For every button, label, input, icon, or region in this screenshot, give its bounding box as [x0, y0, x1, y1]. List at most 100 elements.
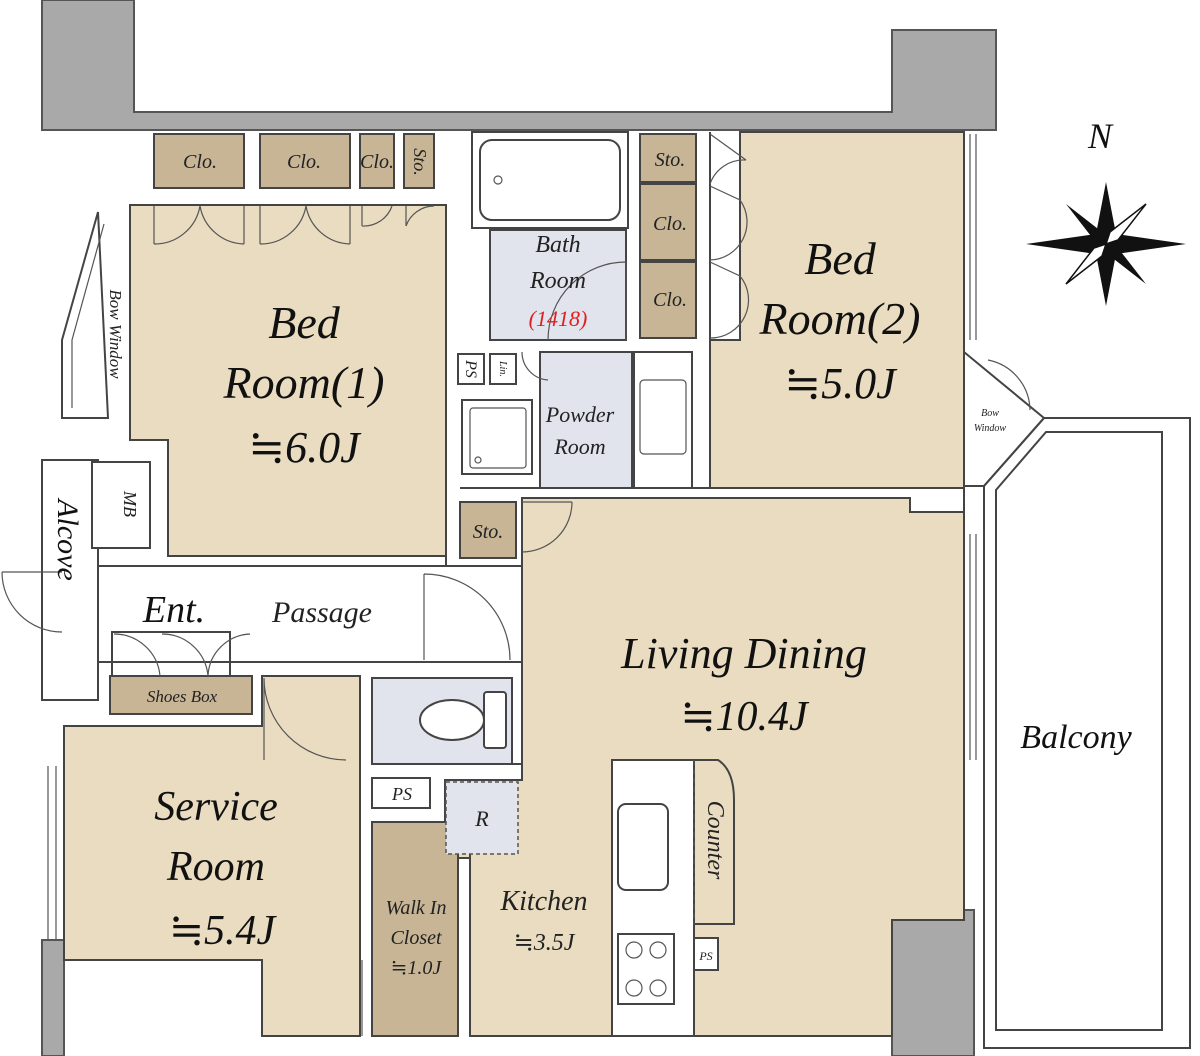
clo-1-label: Clo.: [183, 151, 217, 173]
mb-box: [91, 461, 151, 549]
kitchen-size: ≒3.5J: [514, 930, 576, 956]
powder-door: [521, 351, 549, 381]
alcove-label: Alcove: [51, 497, 84, 581]
stove: [617, 933, 675, 1005]
counter-bar: [694, 759, 735, 925]
shoes-box-doors: [113, 633, 251, 677]
bed-room-2-title-2: Room(2): [759, 293, 921, 344]
sto-2: [639, 133, 697, 183]
storage: [109, 133, 697, 1037]
washer-tray: [461, 399, 533, 475]
lin-box: [489, 353, 517, 385]
closet-door-2: [259, 205, 351, 245]
service-room-title-2: Room: [166, 844, 265, 890]
living-dining-title: Living Dining: [620, 629, 867, 678]
north-compass: N: [1026, 116, 1186, 306]
clo-5-label: Clo.: [653, 289, 687, 311]
bed2-closet-door-3: [709, 261, 750, 339]
walk-in-title-2: Closet: [390, 927, 442, 949]
entrance-label: Ent.: [142, 589, 205, 631]
bow-window-left: [61, 211, 110, 419]
ps-label-1: PS: [462, 359, 479, 378]
clo-4-label: Clo.: [653, 213, 687, 235]
ps-box-3: [693, 937, 719, 971]
closet-door-3: [361, 205, 435, 227]
clo-1: [153, 133, 245, 189]
floors: [63, 131, 965, 1037]
top-left-wall: [41, 0, 997, 131]
sto-2-label: Sto.: [655, 149, 686, 171]
ps-box-2: [371, 777, 431, 809]
service-room-door: [263, 677, 347, 761]
clo-5: [639, 261, 697, 339]
bed-room-1-title-1: Bed: [268, 297, 341, 348]
walk-in-size: ≒1.0J: [391, 957, 443, 979]
interior-lines: [47, 132, 1046, 1037]
clo-2-label: Clo.: [287, 151, 321, 173]
lin-label: Lin.: [497, 360, 508, 377]
service-room-title-1: Service: [154, 784, 278, 830]
powder-title-2: Room: [553, 434, 605, 459]
clo-2: [259, 133, 351, 189]
washbasin-counter: [633, 351, 693, 489]
ps-box-1: [457, 353, 485, 385]
shoes-box-label: Shoes Box: [147, 687, 218, 706]
bath-door: [547, 261, 627, 341]
alcove-area: [41, 459, 99, 701]
bow-window-right-label-1: Bow: [981, 408, 999, 419]
sto-1-label: Sto.: [410, 148, 430, 176]
sto-3-label: Sto.: [473, 521, 504, 543]
powder-title-1: Powder: [545, 402, 615, 427]
bed-room-2-size: ≒5.0J: [784, 359, 898, 408]
service-room-size: ≒5.4J: [169, 908, 278, 954]
bottom-right-wall: [891, 909, 975, 1056]
clo-3-label: Clo.: [360, 151, 394, 173]
balcony: [983, 417, 1191, 1049]
bed2-closet-door-1: [709, 133, 747, 185]
doors: [1, 133, 1031, 1036]
bed-room-2-title-1: Bed: [804, 233, 877, 284]
bed2-closet-door-2: [709, 185, 748, 261]
bow-window-right-label-2: Window: [974, 423, 1007, 434]
balcony-inner: [995, 431, 1163, 1031]
bed-room-1-size: ≒6.0J: [248, 423, 362, 472]
walk-in-closet: [371, 821, 459, 1037]
structural-walls: [41, 0, 997, 1056]
kitchen-title: Kitchen: [499, 886, 587, 917]
refrigerator-label: R: [474, 806, 489, 831]
sto-1: [403, 133, 435, 189]
refrigerator-space: [445, 781, 519, 855]
front-door: [1, 571, 63, 633]
bed2-door: [987, 359, 1031, 411]
bath-code: (1418): [529, 306, 588, 331]
balcony-label: Balcony: [1020, 719, 1132, 756]
bath-room-floor: [489, 229, 627, 341]
passage-label: Passage: [271, 596, 372, 629]
toilet-bowl: [419, 699, 485, 741]
living-dining-size: ≒10.4J: [680, 694, 810, 740]
bow-window-right: [963, 349, 1046, 487]
shoes-box: [109, 675, 253, 715]
closet-door-1: [153, 205, 245, 245]
sto-3: [459, 501, 517, 559]
bathtub: [479, 139, 621, 221]
mb-label: MB: [120, 490, 140, 517]
left-lower-wall: [41, 939, 65, 1056]
walk-in-title-1: Walk In: [386, 897, 447, 919]
clo-4: [639, 183, 697, 261]
north-label: N: [1087, 116, 1114, 156]
bed-room-1-title-2: Room(1): [223, 357, 385, 408]
sto-door: [521, 501, 573, 553]
bow-window-left-label: Bow Window: [106, 289, 125, 379]
bath-title-2: Room: [529, 268, 586, 294]
ps-label-2: PS: [391, 784, 412, 804]
entrance-closet-strip: [111, 631, 231, 677]
ps-label-3: PS: [698, 949, 712, 963]
bath-title-1: Bath: [535, 232, 580, 258]
counter-label: Counter: [702, 801, 728, 880]
clo-3: [359, 133, 395, 189]
kitchen-sink: [617, 803, 669, 891]
passage-door: [423, 573, 511, 661]
labels: Bed Room(1) ≒6.0J Bed Room(2) ≒5.0J Livi…: [51, 148, 1133, 979]
